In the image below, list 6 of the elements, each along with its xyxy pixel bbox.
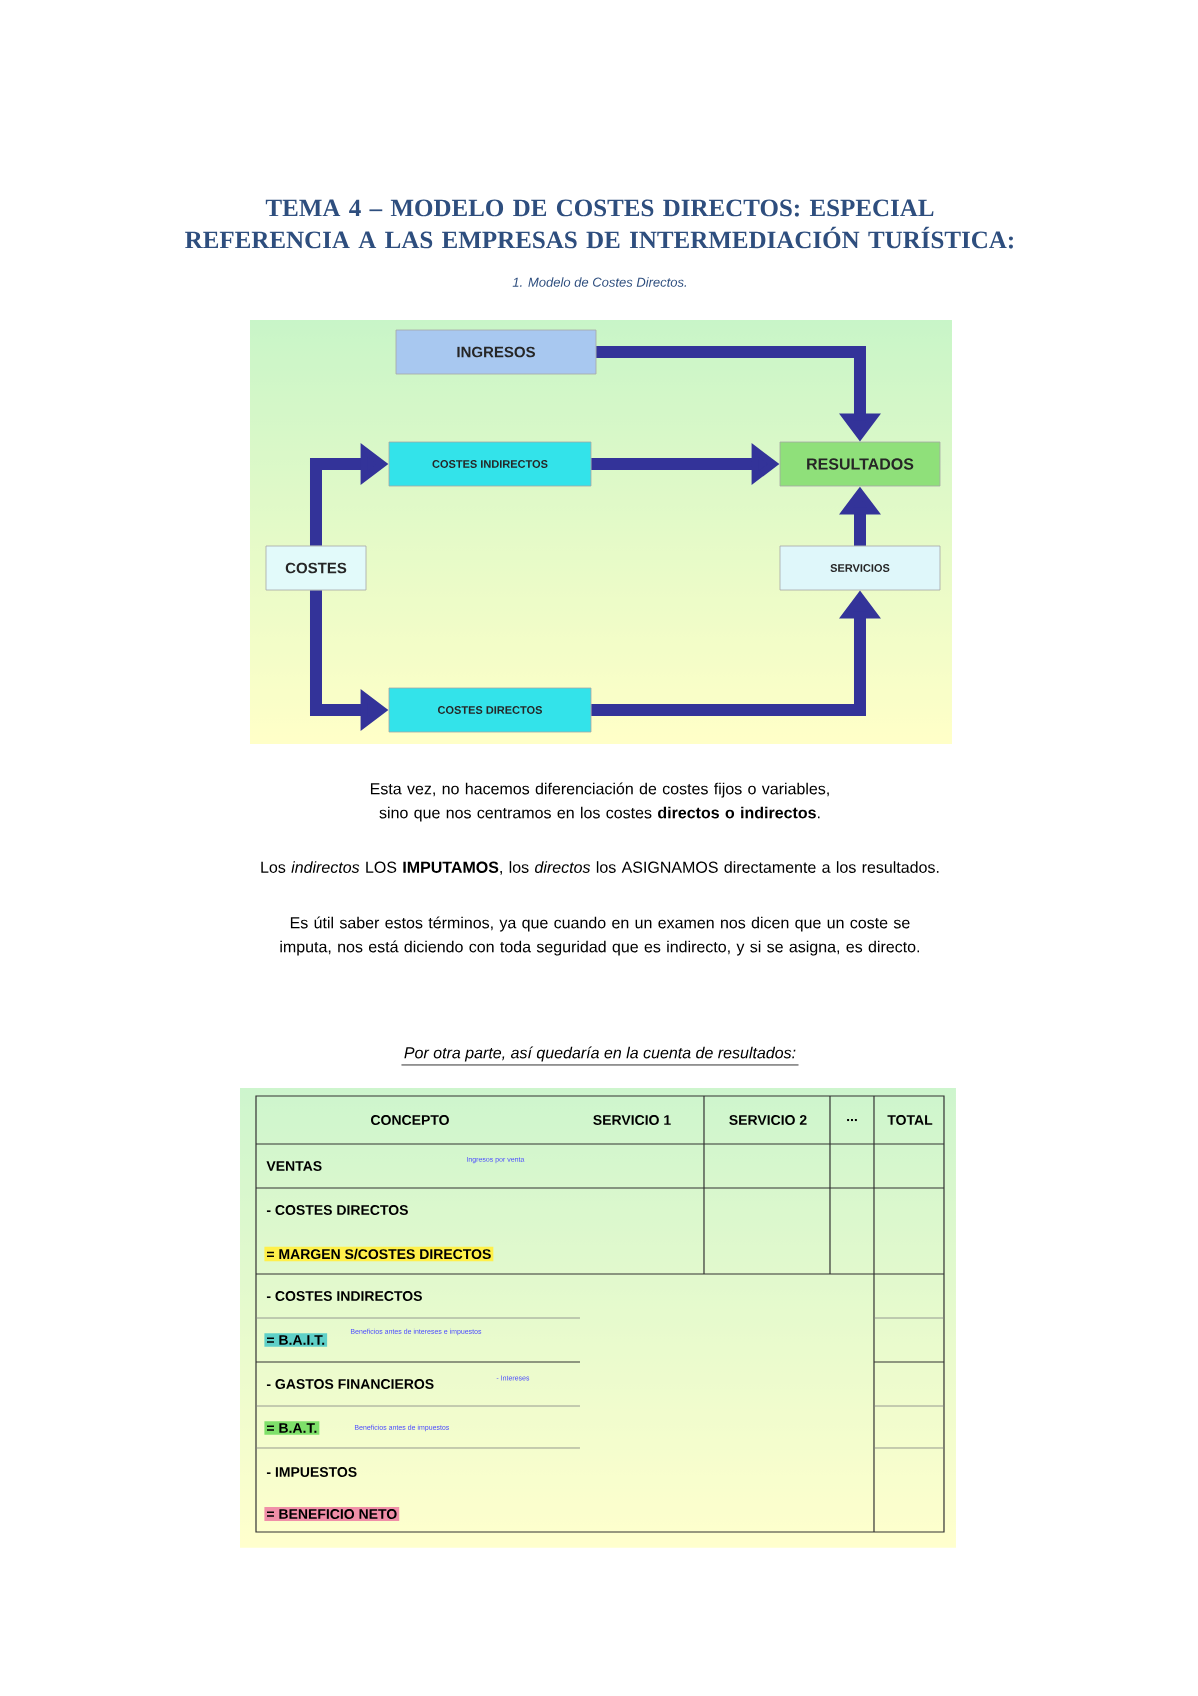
paragraph: Esta vez, no hacemos diferenciación de costes fijos o variables, sino que nos centramos en los costes directos o indirectos.: [371, 782, 829, 822]
box: RESULTADOS: [779, 441, 941, 487]
paragraph: Los indirectos LOS IMPUTAMOS, los directos los ASIGNAMOS directamente a los resultados.: [261, 861, 939, 875]
title: TEMA 4 – MODELO DE COSTES DIRECTOS: ESPECIAL REFERENCIA A LAS EMPRESAS DE INTERMEDIACIÓN TURÍSTICA:: [185, 199, 1013, 249]
note: Por otra parte, así quedaría en la cuenta de resultados:: [401, 1046, 799, 1066]
paragraph: Es útil saber estos términos, ya que cuando en un examen nos dicen que un coste se imputa, nos está diciendo con toda seguridad que es indirecto, y si se asigna, es directo.: [280, 916, 920, 956]
